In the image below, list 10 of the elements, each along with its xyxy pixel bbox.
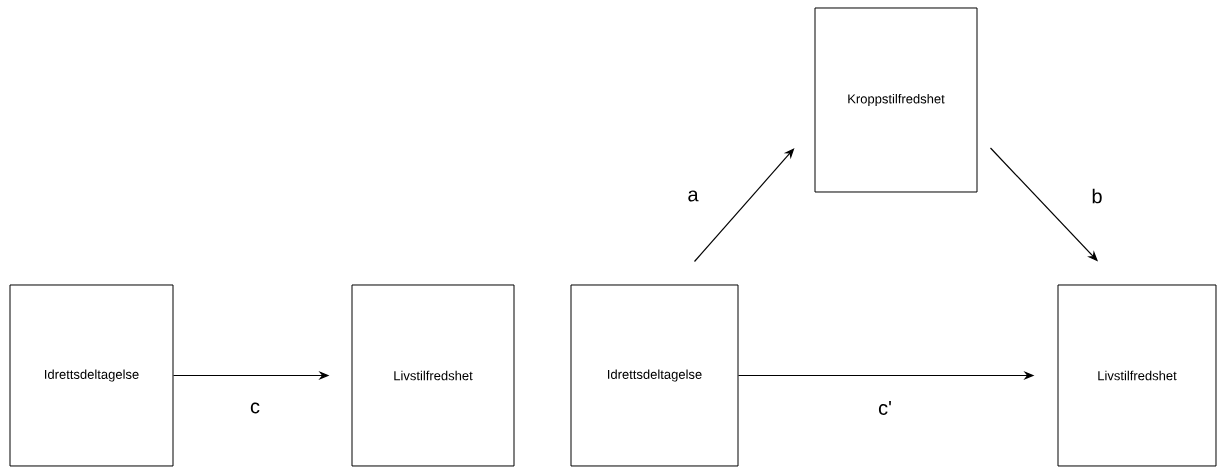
process-box: Kroppstilfredshet [814, 7, 978, 193]
edge-label: c [249, 401, 261, 415]
process-box: Idrettsdeltagelse [570, 284, 739, 467]
process-box: Idrettsdeltagelse [9, 284, 174, 467]
edge-label: c' [877, 400, 893, 416]
arrow [693, 148, 795, 263]
edge-label: a [686, 189, 700, 203]
process-box: Livstilfredshet [351, 284, 515, 467]
edge-label: b [1090, 187, 1104, 205]
process-box: Livstilfredshet [1057, 284, 1217, 467]
